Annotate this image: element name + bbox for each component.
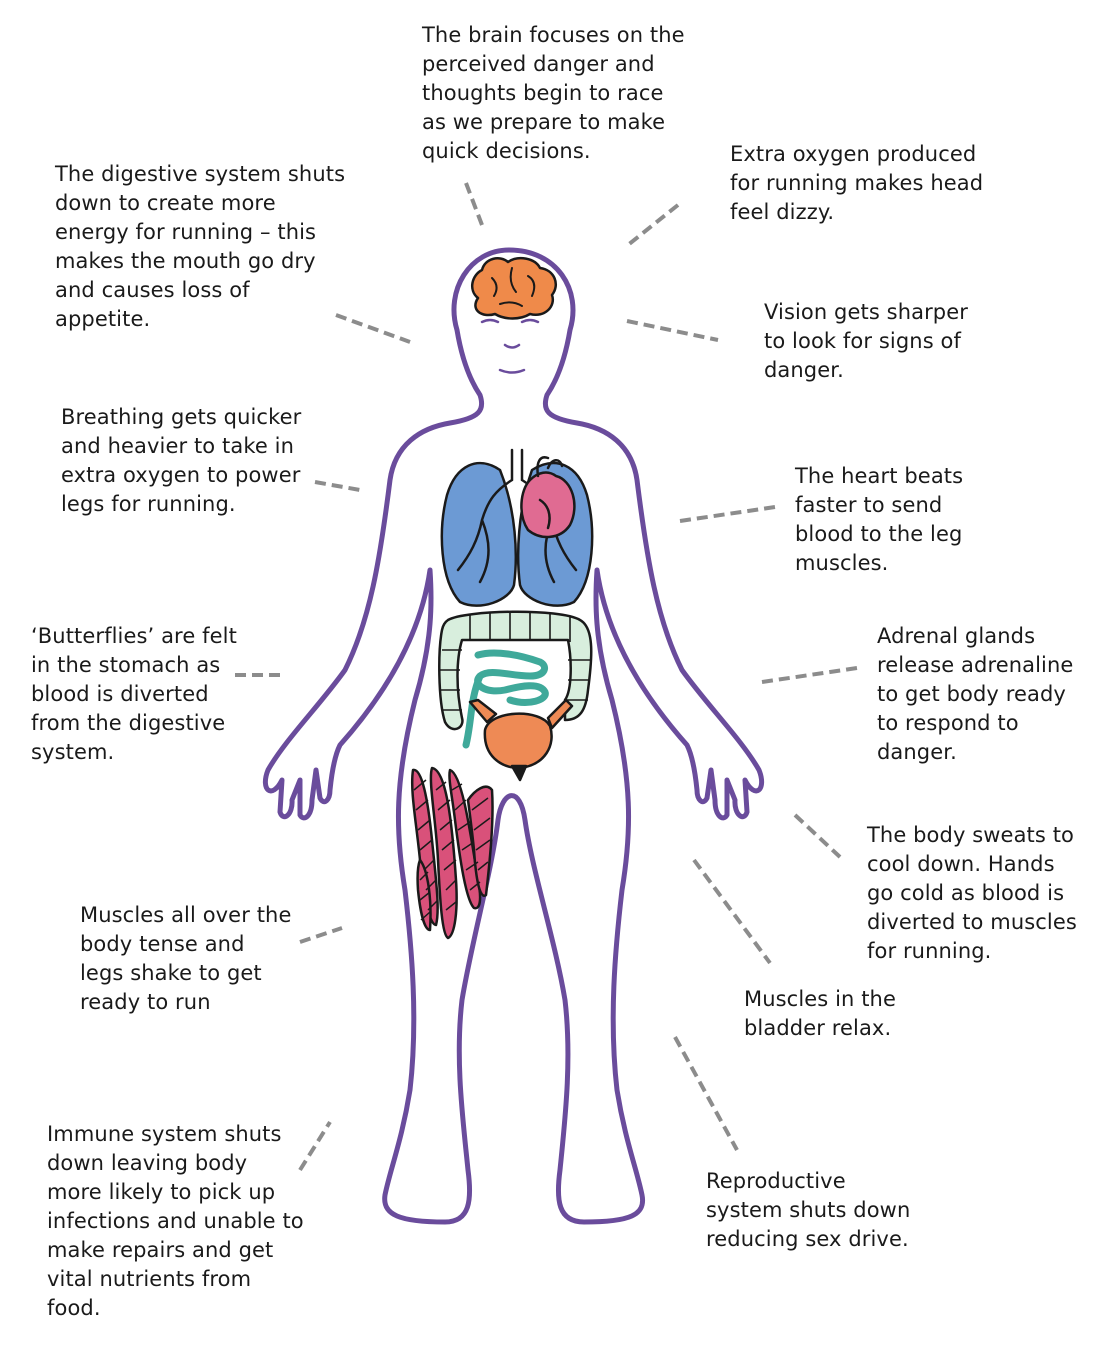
leader-lines (235, 182, 858, 1172)
bladder (468, 698, 574, 782)
heart-shape (520, 471, 576, 539)
colon-segments (440, 611, 590, 711)
leader-line-digestive (335, 313, 411, 344)
right-eye (520, 318, 540, 324)
label-brain: The brain focuses on the perceived dange… (422, 23, 685, 163)
leader-line-oxygen (626, 203, 680, 247)
leader-line-adrenal (761, 666, 858, 684)
small-intestine (462, 649, 549, 749)
label-breathing: Breathing gets quicker and heavier to ta… (61, 405, 302, 516)
nose (503, 343, 521, 349)
label-muscles: Muscles all over the body tense and legs… (80, 903, 292, 1014)
body-outline (262, 247, 765, 1225)
label-digestive: The digestive system shuts down to creat… (55, 162, 346, 331)
mouth (498, 368, 526, 374)
label-vision: Vision gets sharper to look for signs of… (764, 300, 968, 382)
heart (520, 456, 576, 539)
lungs (440, 448, 594, 607)
leg-muscles (410, 766, 494, 940)
leader-line-muscles (299, 926, 343, 944)
face (480, 318, 540, 374)
label-immune: Immune system shuts down leaving body mo… (47, 1122, 304, 1320)
leader-line-immune (298, 1120, 332, 1172)
bladder-shape (483, 712, 553, 770)
label-sweat: The body sweats to cool down. Hands go c… (867, 823, 1077, 963)
leader-line-heart (679, 505, 776, 523)
leader-line-vision (626, 319, 719, 342)
muscle-strand (429, 766, 458, 940)
label-oxygen: Extra oxygen produced for running makes … (730, 142, 984, 224)
bronchi (456, 448, 578, 584)
muscle-strand (416, 858, 432, 932)
muscle-striations (413, 779, 491, 921)
leader-line-reproductive (673, 1036, 739, 1151)
label-reproductive: Reproductive system shuts down reducing … (706, 1169, 911, 1251)
muscle-strand (466, 785, 494, 897)
left-eye (480, 318, 500, 324)
label-heart: The heart beats faster to send blood to … (795, 464, 964, 575)
label-adrenal: Adrenal glands release adrenaline to get… (877, 624, 1074, 764)
colon (438, 610, 593, 731)
label-bladder: Muscles in the bladder relax. (744, 987, 896, 1040)
leader-line-bladder (692, 858, 772, 965)
leader-line-sweat (793, 813, 842, 859)
leader-line-breathing (314, 480, 361, 492)
brain (470, 256, 557, 320)
label-butterflies: ‘Butterflies’ are felt in the stomach as… (31, 624, 237, 764)
muscle-strand (448, 768, 482, 910)
leader-line-brain (464, 182, 484, 226)
